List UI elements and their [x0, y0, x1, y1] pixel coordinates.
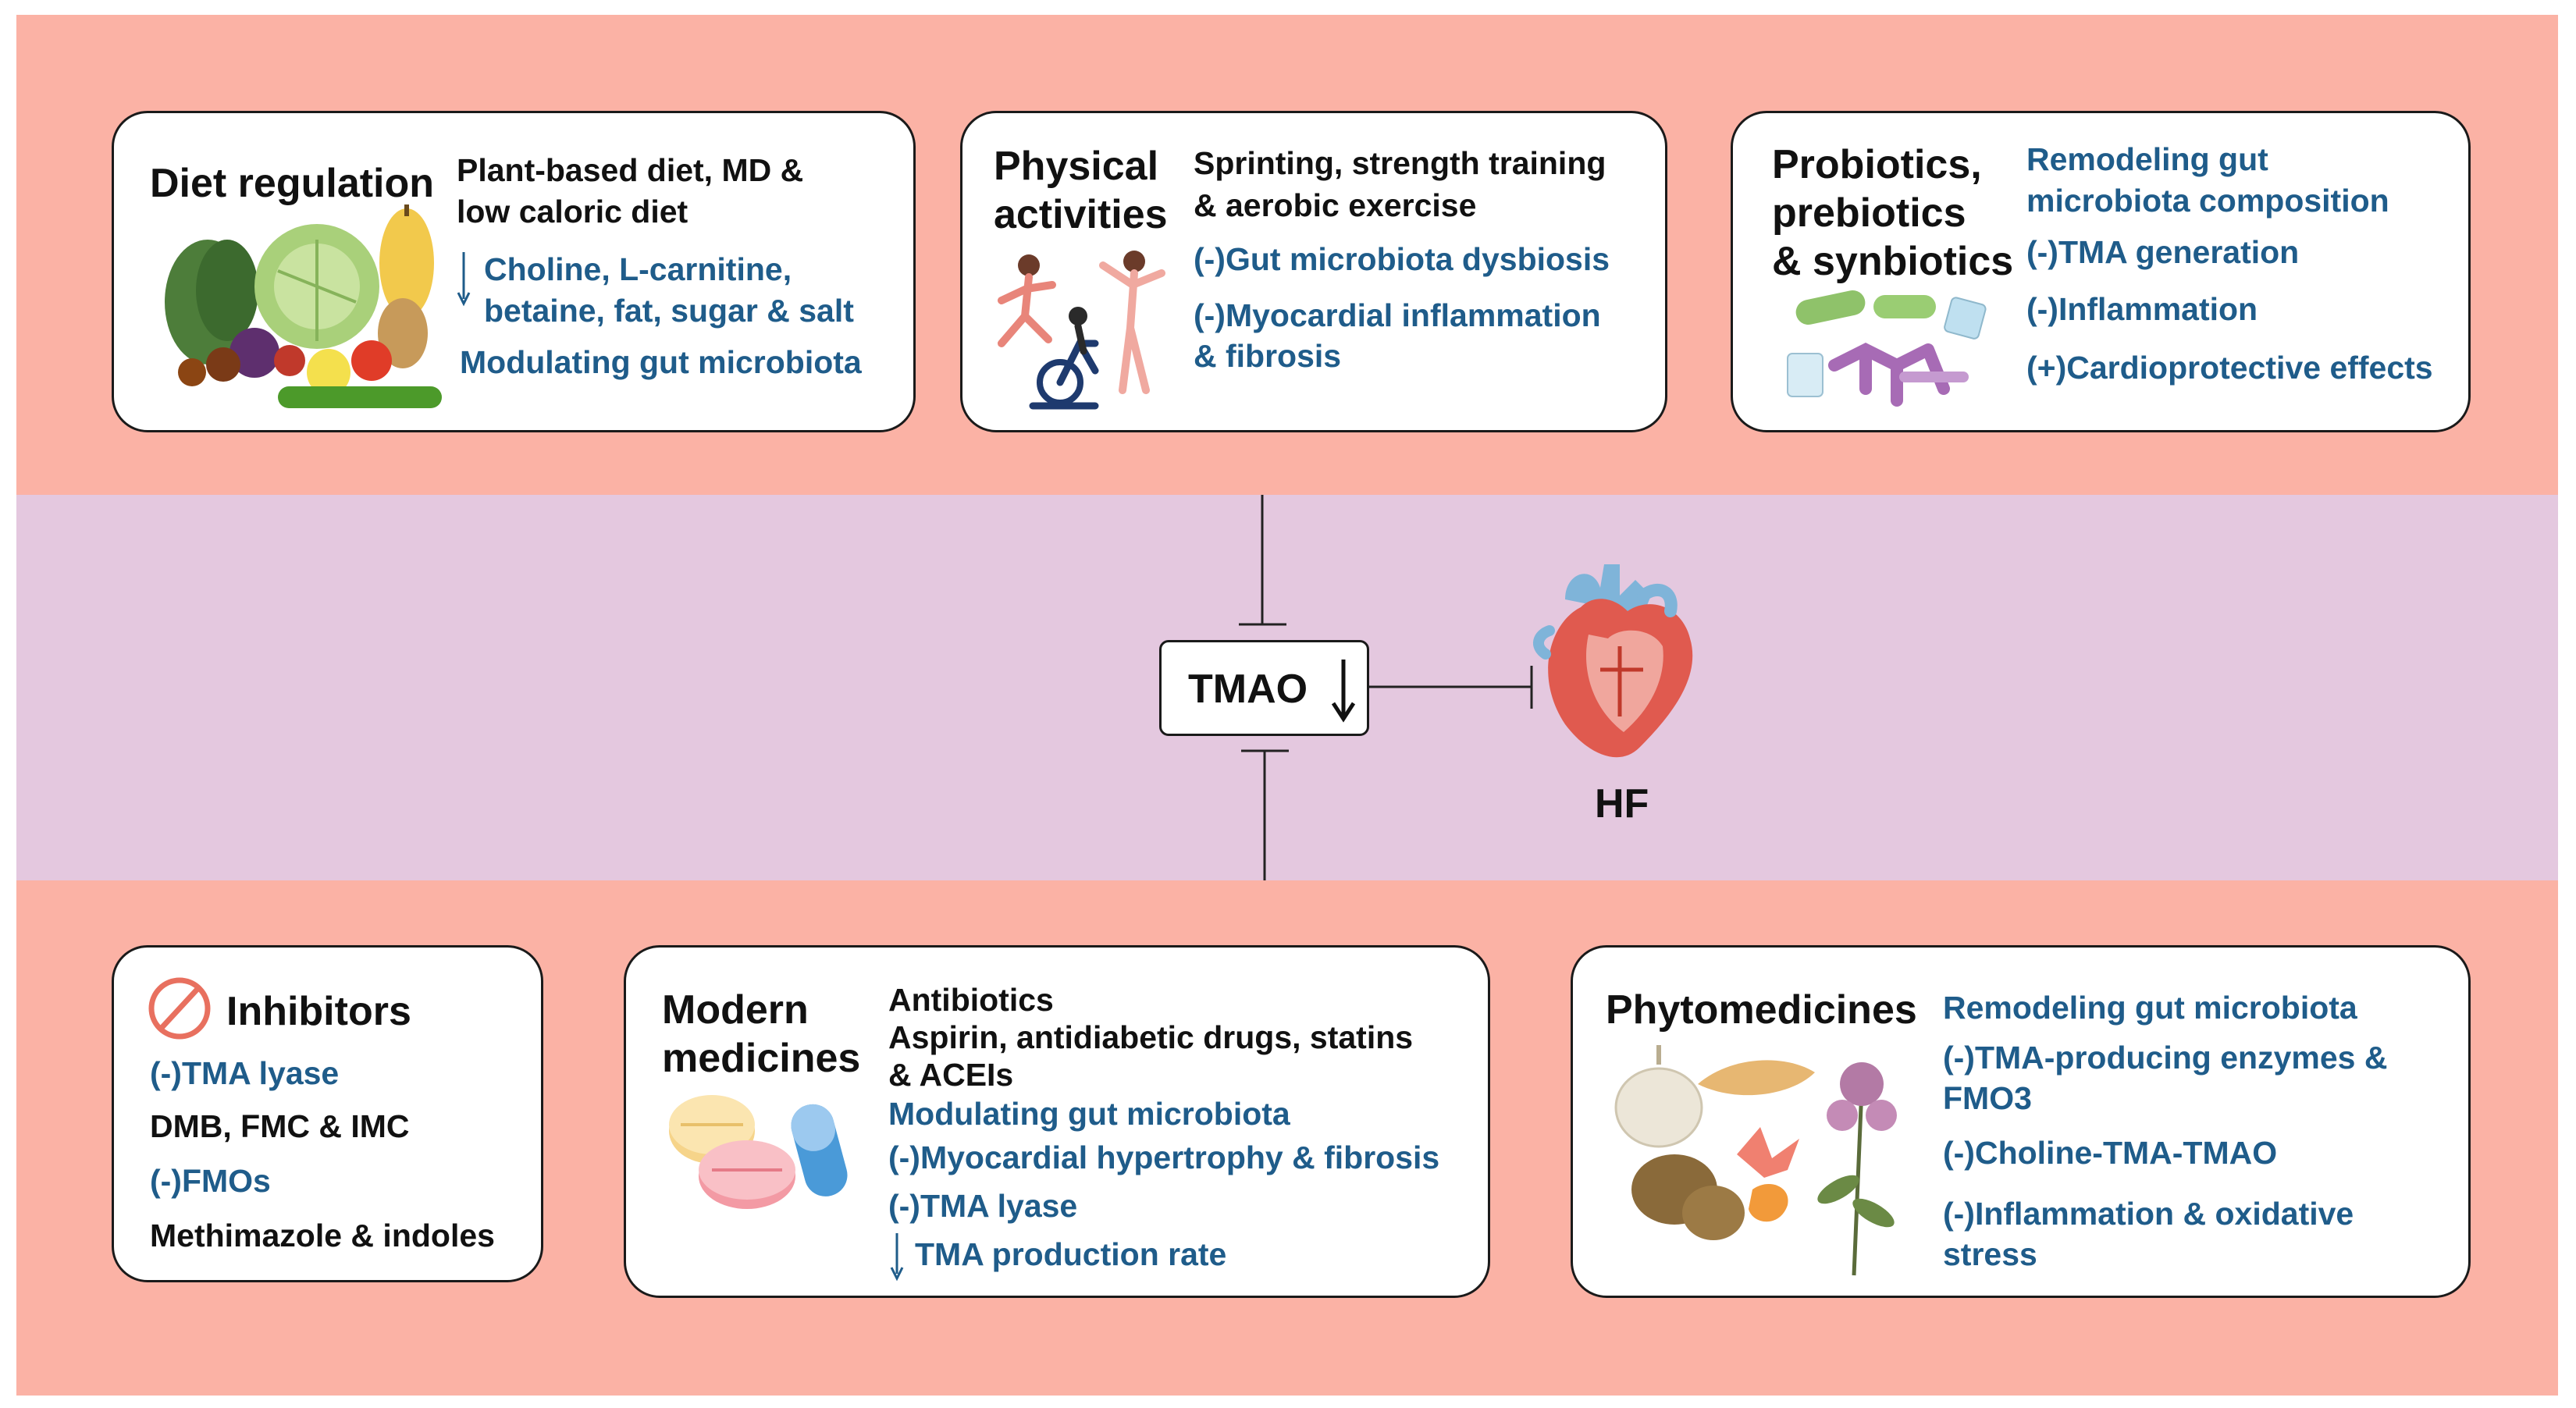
modern-line-2: Aspirin, antidiabetic drugs, statins	[888, 1019, 1414, 1055]
inhibitors-title: Inhibitors	[226, 989, 411, 1034]
modern-effect-4: TMA production rate	[915, 1236, 1227, 1272]
diet-title: Diet regulation	[150, 161, 435, 206]
phyto-effect-2: (-)TMA-producing enzymes &	[1943, 1040, 2388, 1076]
inhibitors-effect-1: (-)TMA lyase	[150, 1055, 340, 1091]
modern-medicines-card: Modern medicines Antibiotics Aspirin, an…	[624, 945, 1490, 1298]
probiotics-effect-5: (+)Cardioprotective effects	[2026, 350, 2433, 386]
probiotics-title-1: Probiotics,	[1772, 142, 1982, 187]
physical-line-2: & aerobic exercise	[1194, 187, 1477, 223]
inhibitors-effect-2: (-)FMOs	[150, 1163, 271, 1199]
modern-effect-2: (-)Myocardial hypertrophy & fibrosis	[888, 1140, 1440, 1175]
inhibitors-agents-2: Methimazole & indoles	[150, 1218, 495, 1253]
down-arrow-icon	[1331, 660, 1356, 723]
prohibition-icon	[148, 977, 211, 1040]
herbs-illustration	[1614, 1045, 1897, 1276]
diet-line-1: Plant-based diet, MD &	[457, 152, 804, 188]
physical-line-1: Sprinting, strength training	[1194, 145, 1606, 181]
modern-line-1: Antibiotics	[888, 982, 1054, 1018]
probiotics-effect-2: microbiota composition	[2026, 183, 2389, 219]
phyto-effect-1: Remodeling gut microbiota	[1943, 990, 2357, 1026]
probiotics-effect-4: (-)Inflammation	[2026, 291, 2258, 327]
heart-illustration	[1533, 564, 1693, 758]
hf-label: HF	[1595, 781, 1649, 827]
down-arrow-icon	[457, 252, 471, 307]
physical-effect-2: (-)Myocardial inflammation	[1194, 297, 1601, 333]
exercise-illustration	[998, 251, 1165, 410]
tmao-box: TMAO	[1159, 640, 1369, 736]
physical-effect-1: (-)Gut microbiota dysbiosis	[1194, 241, 1610, 277]
phyto-title: Phytomedicines	[1606, 987, 1917, 1033]
probiotics-title-3: & synbiotics	[1772, 239, 2014, 284]
food-illustration	[165, 204, 442, 408]
diet-down-1: Choline, L-carnitine,	[484, 251, 792, 287]
phytomedicines-card: Phytomedicines Remodeling gut microbiota…	[1571, 945, 2471, 1298]
bacteria-illustration	[1787, 290, 1987, 407]
inhibitors-card: Inhibitors (-)TMA lyase DMB, FMC & IMC (…	[112, 945, 543, 1282]
diet-down-2: betaine, fat, sugar & salt	[484, 293, 854, 329]
physical-effect-3: & fibrosis	[1194, 338, 1342, 374]
diet-line-2: low caloric diet	[457, 194, 688, 229]
probiotics-effect-1: Remodeling gut	[2026, 141, 2268, 177]
modern-line-3: & ACEIs	[888, 1057, 1014, 1093]
probiotics-effect-3: (-)TMA generation	[2026, 234, 2300, 270]
probiotics-card: Probiotics, prebiotics & synbiotics Remo…	[1731, 111, 2471, 432]
down-arrow-icon	[890, 1233, 904, 1282]
physical-activities-card: Physical activities Sprinting, strength …	[960, 111, 1667, 432]
diet-regulation-card: Diet regulation Plant-based diet, MD & l…	[112, 111, 916, 432]
tmao-label: TMAO	[1188, 667, 1308, 712]
inhibitors-agents-1: DMB, FMC & IMC	[150, 1108, 410, 1144]
phyto-effect-6: stress	[1943, 1236, 2037, 1272]
pills-illustration	[669, 1095, 848, 1209]
diet-effect: Modulating gut microbiota	[460, 344, 862, 380]
phyto-effect-3: FMO3	[1943, 1080, 2032, 1116]
physical-title-2: activities	[994, 192, 1168, 237]
probiotics-title-2: prebiotics	[1772, 190, 1966, 236]
physical-title-1: Physical	[994, 144, 1159, 189]
modern-effect-3: (-)TMA lyase	[888, 1188, 1078, 1224]
modern-title-1: Modern	[662, 987, 809, 1033]
modern-title-2: medicines	[662, 1036, 861, 1081]
phyto-effect-5: (-)Inflammation & oxidative	[1943, 1196, 2354, 1232]
phyto-effect-4: (-)Choline-TMA-TMAO	[1943, 1135, 2278, 1171]
modern-effect-1: Modulating gut microbiota	[888, 1096, 1290, 1132]
